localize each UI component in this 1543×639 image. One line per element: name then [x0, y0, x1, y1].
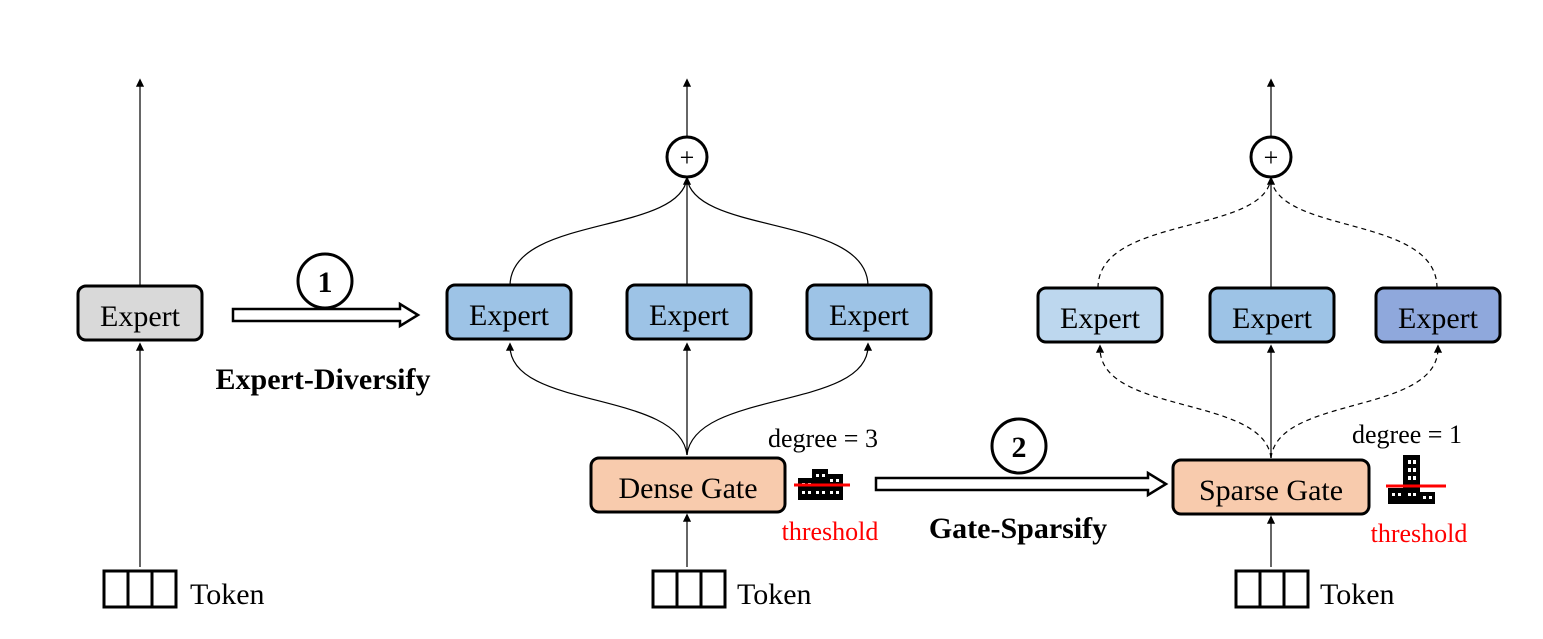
middle-expert-1-label: Expert — [469, 299, 550, 332]
left-token-icon — [102, 569, 178, 609]
right-expert-2-label: Expert — [1232, 302, 1313, 335]
right-sum-node — [1249, 135, 1293, 179]
dense-gate-label: Dense Gate — [618, 472, 757, 505]
middle-expert-2-box — [625, 283, 753, 341]
middle-gate-to-right — [686, 342, 873, 456]
middle-buildings-icon — [794, 469, 850, 500]
middle-token-icon — [651, 569, 727, 609]
right-panel: + Expert Expert Expert Sparse Gate degre… — [1036, 78, 1502, 611]
right-expert-3-label: Expert — [1398, 302, 1479, 335]
middle-expert-3-box — [805, 283, 933, 341]
right-expert-2-box — [1208, 286, 1336, 344]
right-expert-1-box — [1036, 286, 1164, 344]
right-gate-to-left — [1095, 344, 1272, 459]
right-threshold-label: threshold — [1371, 519, 1468, 548]
right-sum-symbol: + — [1264, 143, 1279, 172]
step-2-number: 2 — [1012, 431, 1027, 464]
middle-sum-node — [665, 135, 709, 179]
middle-panel: + Expert Expert Expert Dense Gate degree… — [445, 78, 933, 611]
step-1-number: 1 — [318, 266, 333, 299]
step-1-label: Expert-Diversify — [216, 363, 431, 396]
middle-gate-to-left — [505, 342, 688, 456]
step-1-arrow — [231, 301, 421, 329]
middle-expert-2-label: Expert — [649, 299, 730, 332]
sparse-gate-label: Sparse Gate — [1199, 474, 1343, 507]
dense-gate-box — [589, 456, 787, 514]
middle-expert-3-label: Expert — [829, 299, 910, 332]
right-expert-1-label: Expert — [1060, 302, 1141, 335]
right-token-label: Token — [1320, 578, 1395, 611]
middle-left-to-sum — [509, 177, 688, 287]
right-left-to-sum — [1097, 177, 1272, 289]
sparse-gate-box — [1171, 458, 1371, 516]
right-degree-label: degree = 1 — [1352, 420, 1462, 449]
left-token-label: Token — [190, 578, 265, 611]
middle-token-label: Token — [737, 578, 812, 611]
step-2: 2 Gate-Sparsify — [874, 417, 1169, 545]
right-expert-3-box — [1374, 286, 1502, 344]
step-1: 1 Expert-Diversify — [216, 252, 431, 396]
right-gate-to-right — [1270, 344, 1443, 459]
right-right-to-sum — [1270, 177, 1438, 289]
middle-threshold-label: threshold — [782, 517, 879, 546]
middle-expert-1-box — [445, 283, 573, 341]
step-2-circle — [990, 417, 1048, 475]
middle-sum-symbol: + — [680, 143, 695, 172]
left-expert-box — [76, 284, 204, 342]
left-panel: Expert Token — [76, 78, 265, 611]
left-expert-label: Expert — [100, 300, 181, 333]
right-token-icon — [1234, 569, 1310, 609]
middle-right-to-sum — [686, 177, 869, 287]
right-building-icon — [1386, 455, 1446, 504]
middle-degree-label: degree = 3 — [768, 424, 878, 453]
step-2-label: Gate-Sparsify — [929, 512, 1107, 545]
step-2-arrow — [874, 470, 1169, 498]
